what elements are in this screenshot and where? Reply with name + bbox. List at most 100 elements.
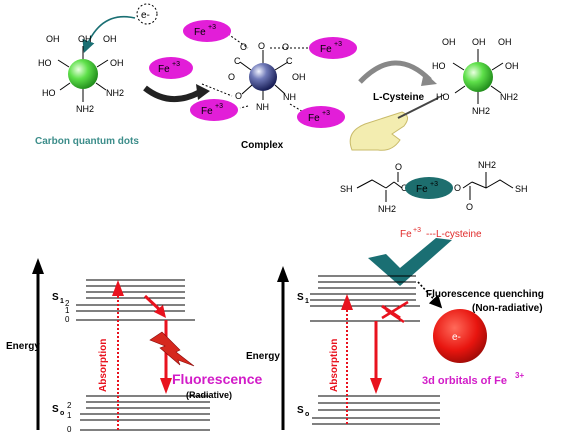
svg-text:2: 2 xyxy=(67,401,72,410)
right-absorption-label: Absorption xyxy=(329,339,340,392)
svg-text:+3: +3 xyxy=(208,24,216,31)
fe-ion-top-right: Fe +3 xyxy=(309,37,357,59)
svg-text:NH2: NH2 xyxy=(76,104,94,114)
fe-3d-orbital-sphere xyxy=(433,309,487,363)
svg-text:NH2: NH2 xyxy=(378,204,396,214)
svg-text:C: C xyxy=(286,56,293,66)
svg-text:O: O xyxy=(401,183,408,193)
fe-cysteine-center xyxy=(405,177,453,199)
cqd-sphere xyxy=(68,59,98,89)
complex-molecule: O C C O OH O NH NH O O xyxy=(201,33,312,117)
right-s0-levels xyxy=(312,395,440,425)
svg-text:OH: OH xyxy=(442,37,456,47)
svg-text:Fe: Fe xyxy=(308,113,320,124)
right-cross-mark xyxy=(381,300,409,324)
svg-text:---L-cysteine: ---L-cysteine xyxy=(426,229,482,240)
svg-text:NH: NH xyxy=(256,102,269,112)
svg-text:+3: +3 xyxy=(334,41,342,48)
svg-text:O: O xyxy=(235,91,242,101)
left-energy-label: Energy xyxy=(6,341,40,352)
fe-ion-top-left: Fe +3 xyxy=(183,20,231,42)
orbital-label: 3d orbitals of Fe xyxy=(422,375,507,387)
electron-bubble-label: e- xyxy=(141,10,150,21)
binding-arrow-head xyxy=(196,84,210,100)
svg-text:Fe: Fe xyxy=(201,106,213,117)
svg-text:+3: +3 xyxy=(413,227,421,234)
fe-ion-bottom-right: Fe +3 xyxy=(297,106,345,128)
svg-text:NH2: NH2 xyxy=(500,92,518,102)
svg-text:0: 0 xyxy=(65,315,70,324)
fe-cysteine-complex: SH NH2 O O Fe +3 O O NH2 SH xyxy=(340,160,528,214)
right-s1-label: S xyxy=(297,292,304,303)
cqd-restored-sphere xyxy=(463,62,493,92)
svg-text:HO: HO xyxy=(38,58,52,68)
svg-text:1: 1 xyxy=(60,298,64,305)
teal-down-arrow xyxy=(368,238,452,286)
fe-cysteine-label: Fe +3 ---L-cysteine xyxy=(400,227,482,240)
svg-text:O: O xyxy=(258,41,265,51)
left-s0-label: S xyxy=(52,404,59,415)
quench-transfer-arrow xyxy=(417,281,443,309)
left-energy-axis: Energy xyxy=(6,258,44,430)
fe-ion-bottom-left: Fe +3 xyxy=(190,99,238,121)
svg-text:1: 1 xyxy=(65,306,70,315)
svg-text:Fe: Fe xyxy=(400,229,412,240)
left-radiative-label: (Radiative) xyxy=(186,390,232,400)
svg-text:Fe: Fe xyxy=(320,44,332,55)
svg-text:SH: SH xyxy=(340,184,353,194)
svg-text:HO: HO xyxy=(432,61,446,71)
svg-text:+3: +3 xyxy=(322,110,330,117)
cysteine-arrow xyxy=(358,60,432,84)
svg-text:O: O xyxy=(240,42,247,52)
fe-charge: +3 xyxy=(172,61,180,68)
svg-text:1: 1 xyxy=(67,411,72,420)
svg-text:SH: SH xyxy=(515,184,528,194)
quench-label: Fluorescence quenching xyxy=(426,289,544,300)
svg-text:OH: OH xyxy=(110,58,124,68)
svg-text:O: O xyxy=(454,183,461,193)
svg-text:1: 1 xyxy=(305,298,309,305)
left-s1-label: S xyxy=(52,292,59,303)
cysteine-arrow-label: L-Cysteine xyxy=(373,92,425,103)
cqd-restored-molecule: OH OH OH HO OH HO NH2 NH2 xyxy=(432,37,519,116)
right-energy-label: Energy xyxy=(246,351,280,362)
svg-text:O: O xyxy=(282,42,289,52)
svg-text:O: O xyxy=(228,72,235,82)
svg-text:NH2: NH2 xyxy=(472,106,490,116)
right-energy-axis: Energy xyxy=(246,266,289,430)
left-fluorescence-label: Fluorescence xyxy=(172,371,262,387)
cysteine-arrow-head xyxy=(421,72,437,86)
left-absorption-label: Absorption xyxy=(98,339,109,392)
svg-text:Fe: Fe xyxy=(416,184,428,195)
svg-text:OH: OH xyxy=(498,37,512,47)
svg-text:+3: +3 xyxy=(215,103,223,110)
left-s0-levels xyxy=(80,395,210,431)
svg-text:0: 0 xyxy=(67,425,72,434)
svg-text:OH: OH xyxy=(472,37,486,47)
left-s1-levels xyxy=(76,279,195,321)
svg-text:NH2: NH2 xyxy=(106,88,124,98)
left-relaxation-arrow xyxy=(143,294,162,312)
fe-ion-free: Fe +3 xyxy=(149,57,193,79)
svg-text:C: C xyxy=(234,56,241,66)
svg-text:o: o xyxy=(305,411,309,418)
svg-text:NH: NH xyxy=(283,92,296,102)
svg-text:OH: OH xyxy=(505,61,519,71)
left-light-bolt-icon xyxy=(149,331,195,367)
svg-text:OH: OH xyxy=(292,72,306,82)
cqd-label: Carbon quantum dots xyxy=(35,136,139,147)
svg-text:O: O xyxy=(466,202,473,212)
electron-bubble: e- xyxy=(136,3,158,25)
right-s0-label: S xyxy=(297,405,304,416)
orbital-superscript: 3+ xyxy=(515,371,524,380)
nonrad-label: (Non-radiative) xyxy=(472,303,543,314)
svg-text:HO: HO xyxy=(436,92,450,102)
orbital-electron-label: e- xyxy=(452,332,461,343)
cqd-molecule: OH OH OH HO OH HO NH2 NH2 xyxy=(38,34,124,114)
svg-text:Fe: Fe xyxy=(194,27,206,38)
fe-label: Fe xyxy=(158,64,170,75)
svg-text:OH: OH xyxy=(103,34,117,44)
binding-arrow xyxy=(143,85,202,102)
svg-text:2: 2 xyxy=(65,299,70,308)
